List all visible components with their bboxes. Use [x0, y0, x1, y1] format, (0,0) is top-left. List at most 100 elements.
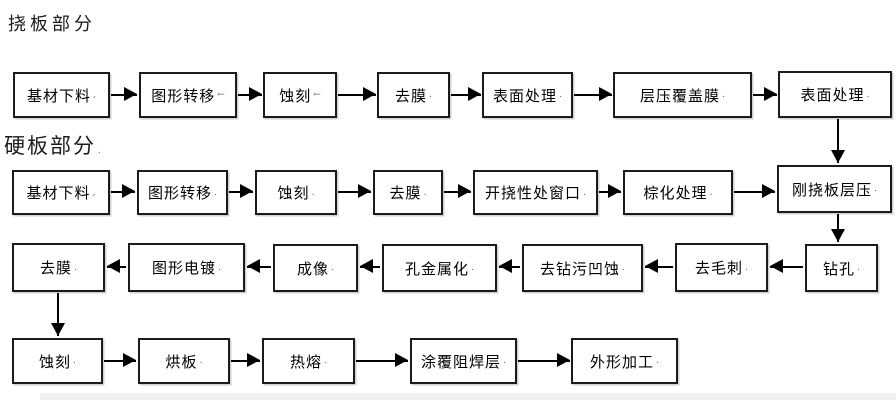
box-label: 层压覆盖膜	[640, 86, 721, 105]
box-row1-surface-treatment: 表面处理.	[482, 72, 573, 118]
box-label: 烘板	[165, 352, 198, 371]
arrow-left-icon	[107, 259, 126, 273]
formatting-mark: .	[656, 356, 659, 366]
box-label: 基材下料	[27, 86, 92, 105]
box-row1-film-stripping: 去膜.	[377, 72, 450, 118]
box-label: 图形电镀	[152, 259, 217, 277]
box-label: 表面处理	[800, 86, 865, 104]
box-row1-surface-treatment-2: 表面处理.	[778, 71, 892, 118]
formatting-mark: .	[218, 262, 221, 273]
box-row4-board-baking: 烘板.	[138, 338, 230, 384]
arrow-down-icon	[831, 119, 845, 163]
arrow-right-icon	[734, 184, 775, 198]
arrow-right-icon	[238, 87, 262, 101]
box-row2-etching: 蚀刻.	[255, 170, 337, 215]
formatting-mark: .	[429, 90, 432, 100]
box-row3-film-stripping: 去膜.	[12, 243, 105, 292]
arrow-left-icon	[247, 259, 271, 273]
box-row2-film-stripping: 去膜.	[373, 170, 443, 215]
section-title-rigid: 硬板部分.	[4, 130, 101, 160]
formatting-mark: .	[503, 356, 506, 366]
box-label: 开挠性处窗口	[485, 184, 582, 202]
arrow-left-icon	[645, 259, 673, 273]
box-label: 涂覆阻焊层	[421, 352, 502, 371]
section-title-flex-text: 挠板部分	[8, 14, 96, 35]
box-label: 钻孔	[823, 259, 856, 278]
formatting-mark: .	[423, 187, 427, 198]
box-label: 蚀刻	[39, 352, 72, 371]
formatting-mark: .	[745, 262, 748, 273]
box-row3-deburring: 去毛刺.	[675, 243, 768, 292]
box-label: 棕化处理	[643, 184, 708, 202]
formatting-mark: .	[622, 263, 625, 273]
arrow-down-icon	[831, 214, 845, 242]
arrow-right-icon	[753, 87, 777, 101]
formatting-mark: .	[98, 146, 101, 156]
arrow-right-icon	[231, 353, 260, 367]
formatting-mark: .	[559, 90, 562, 100]
box-row3-drilling: 钻孔.	[805, 244, 878, 292]
arrow-left-icon	[360, 259, 380, 273]
formatting-mark: ←	[217, 90, 225, 100]
arrow-right-icon	[444, 184, 471, 198]
formatting-mark: .	[311, 187, 315, 198]
formatting-mark: .	[199, 356, 203, 366]
formatting-mark: .	[722, 90, 725, 100]
box-row2-brown-oxide: 棕化处理.	[623, 170, 733, 215]
box-row4-profile-machining: 外形加工.	[571, 338, 678, 384]
section-title-flex: 挠板部分	[8, 10, 96, 36]
formatting-mark: .	[74, 262, 77, 273]
box-row3-hole-metallization: 孔金属化.	[382, 244, 497, 292]
box-row3-pattern-plating: 图形电镀.	[128, 243, 245, 292]
arrow-right-icon	[518, 353, 570, 367]
box-label: 孔金属化	[405, 259, 470, 278]
formatting-mark: .	[857, 263, 860, 273]
box-row1-etching: 蚀刻←	[263, 72, 337, 118]
box-label: 去毛刺	[695, 259, 744, 277]
arrow-right-icon	[356, 353, 408, 367]
box-label: 图形转移	[151, 86, 216, 105]
formatting-mark: .	[874, 184, 877, 194]
formatting-mark: .	[73, 356, 76, 366]
formatting-mark: ,	[93, 90, 96, 100]
formatting-mark: ←	[313, 90, 321, 100]
box-row2-rigid-flex-lamination: 刚挠板层压.	[777, 165, 892, 213]
box-label: 蚀刻	[277, 184, 310, 202]
box-label: 表面处理	[493, 86, 558, 105]
box-label: 图形转移	[148, 184, 213, 202]
box-row4-solder-mask-coating: 涂覆阻焊层.	[410, 338, 517, 384]
box-label: 去膜	[395, 86, 428, 105]
box-row4-etching: 蚀刻.	[12, 338, 103, 384]
formatting-mark: .	[709, 187, 713, 198]
arrow-right-icon	[599, 184, 621, 198]
formatting-mark: .	[866, 89, 870, 100]
box-label: 成像	[297, 259, 330, 278]
box-row1-pattern-transfer: 图形转移←	[139, 72, 237, 118]
box-label: 刚挠板层压	[792, 180, 873, 199]
formatting-mark: .	[214, 187, 217, 198]
box-label: 基材下料	[26, 184, 91, 202]
box-label: 去钻污凹蚀	[540, 259, 621, 278]
formatting-mark: .	[471, 263, 474, 273]
arrow-right-icon	[451, 87, 481, 101]
formatting-mark: .	[324, 356, 327, 366]
box-row3-imaging: 成像.	[273, 244, 358, 292]
formatting-mark: ,	[92, 187, 96, 198]
box-row2-flex-window-opening: 开挠性处窗口.	[473, 170, 598, 215]
arrow-right-icon	[229, 184, 253, 198]
box-row3-desmear-etchback: 去钻污凹蚀.	[522, 244, 643, 292]
arrow-down-icon	[51, 293, 65, 336]
box-row2-pattern-transfer: 图形转移.	[137, 170, 228, 215]
box-row1-coverlay-lamination: 层压覆盖膜.	[613, 72, 752, 118]
arrow-right-icon	[338, 184, 371, 198]
arrow-right-icon	[111, 184, 135, 198]
box-row4-hot-melt: 热熔.	[262, 338, 355, 384]
arrow-right-icon	[574, 87, 612, 101]
page-bottom-shading	[40, 393, 896, 400]
box-row1-substrate-cutting: 基材下料,	[13, 72, 110, 118]
arrow-right-icon	[104, 353, 136, 367]
box-label: 去膜	[389, 184, 422, 202]
box-label: 外形加工	[590, 352, 655, 371]
arrow-left-icon	[770, 259, 803, 273]
